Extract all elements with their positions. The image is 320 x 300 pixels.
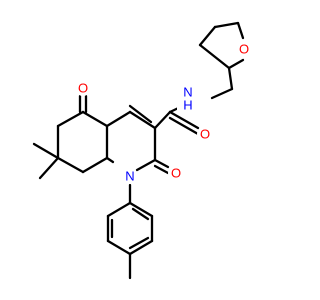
ring-ether-oxygen-atom: O [236,41,252,57]
pyridone-carbonyl-oxygen-atom: O [168,165,184,181]
bond-lines [32,21,245,280]
svg-text:N: N [125,169,134,184]
svg-text:O: O [239,42,249,57]
ketone-oxygen-atom: O [75,80,91,96]
svg-text:O: O [200,127,210,142]
svg-text:N: N [183,85,192,100]
ring-nitrogen-atom: N [122,168,138,184]
amide-nitrogen-atom: N H [177,85,199,113]
atom-labels: O O O O N H N [75,41,252,184]
molecule-structure-drawing: O O O O N H N [32,21,252,280]
svg-text:O: O [78,81,88,96]
amide-carbonyl-oxygen-atom: O [197,126,213,142]
svg-text:O: O [171,166,181,181]
svg-text:H: H [183,98,192,113]
